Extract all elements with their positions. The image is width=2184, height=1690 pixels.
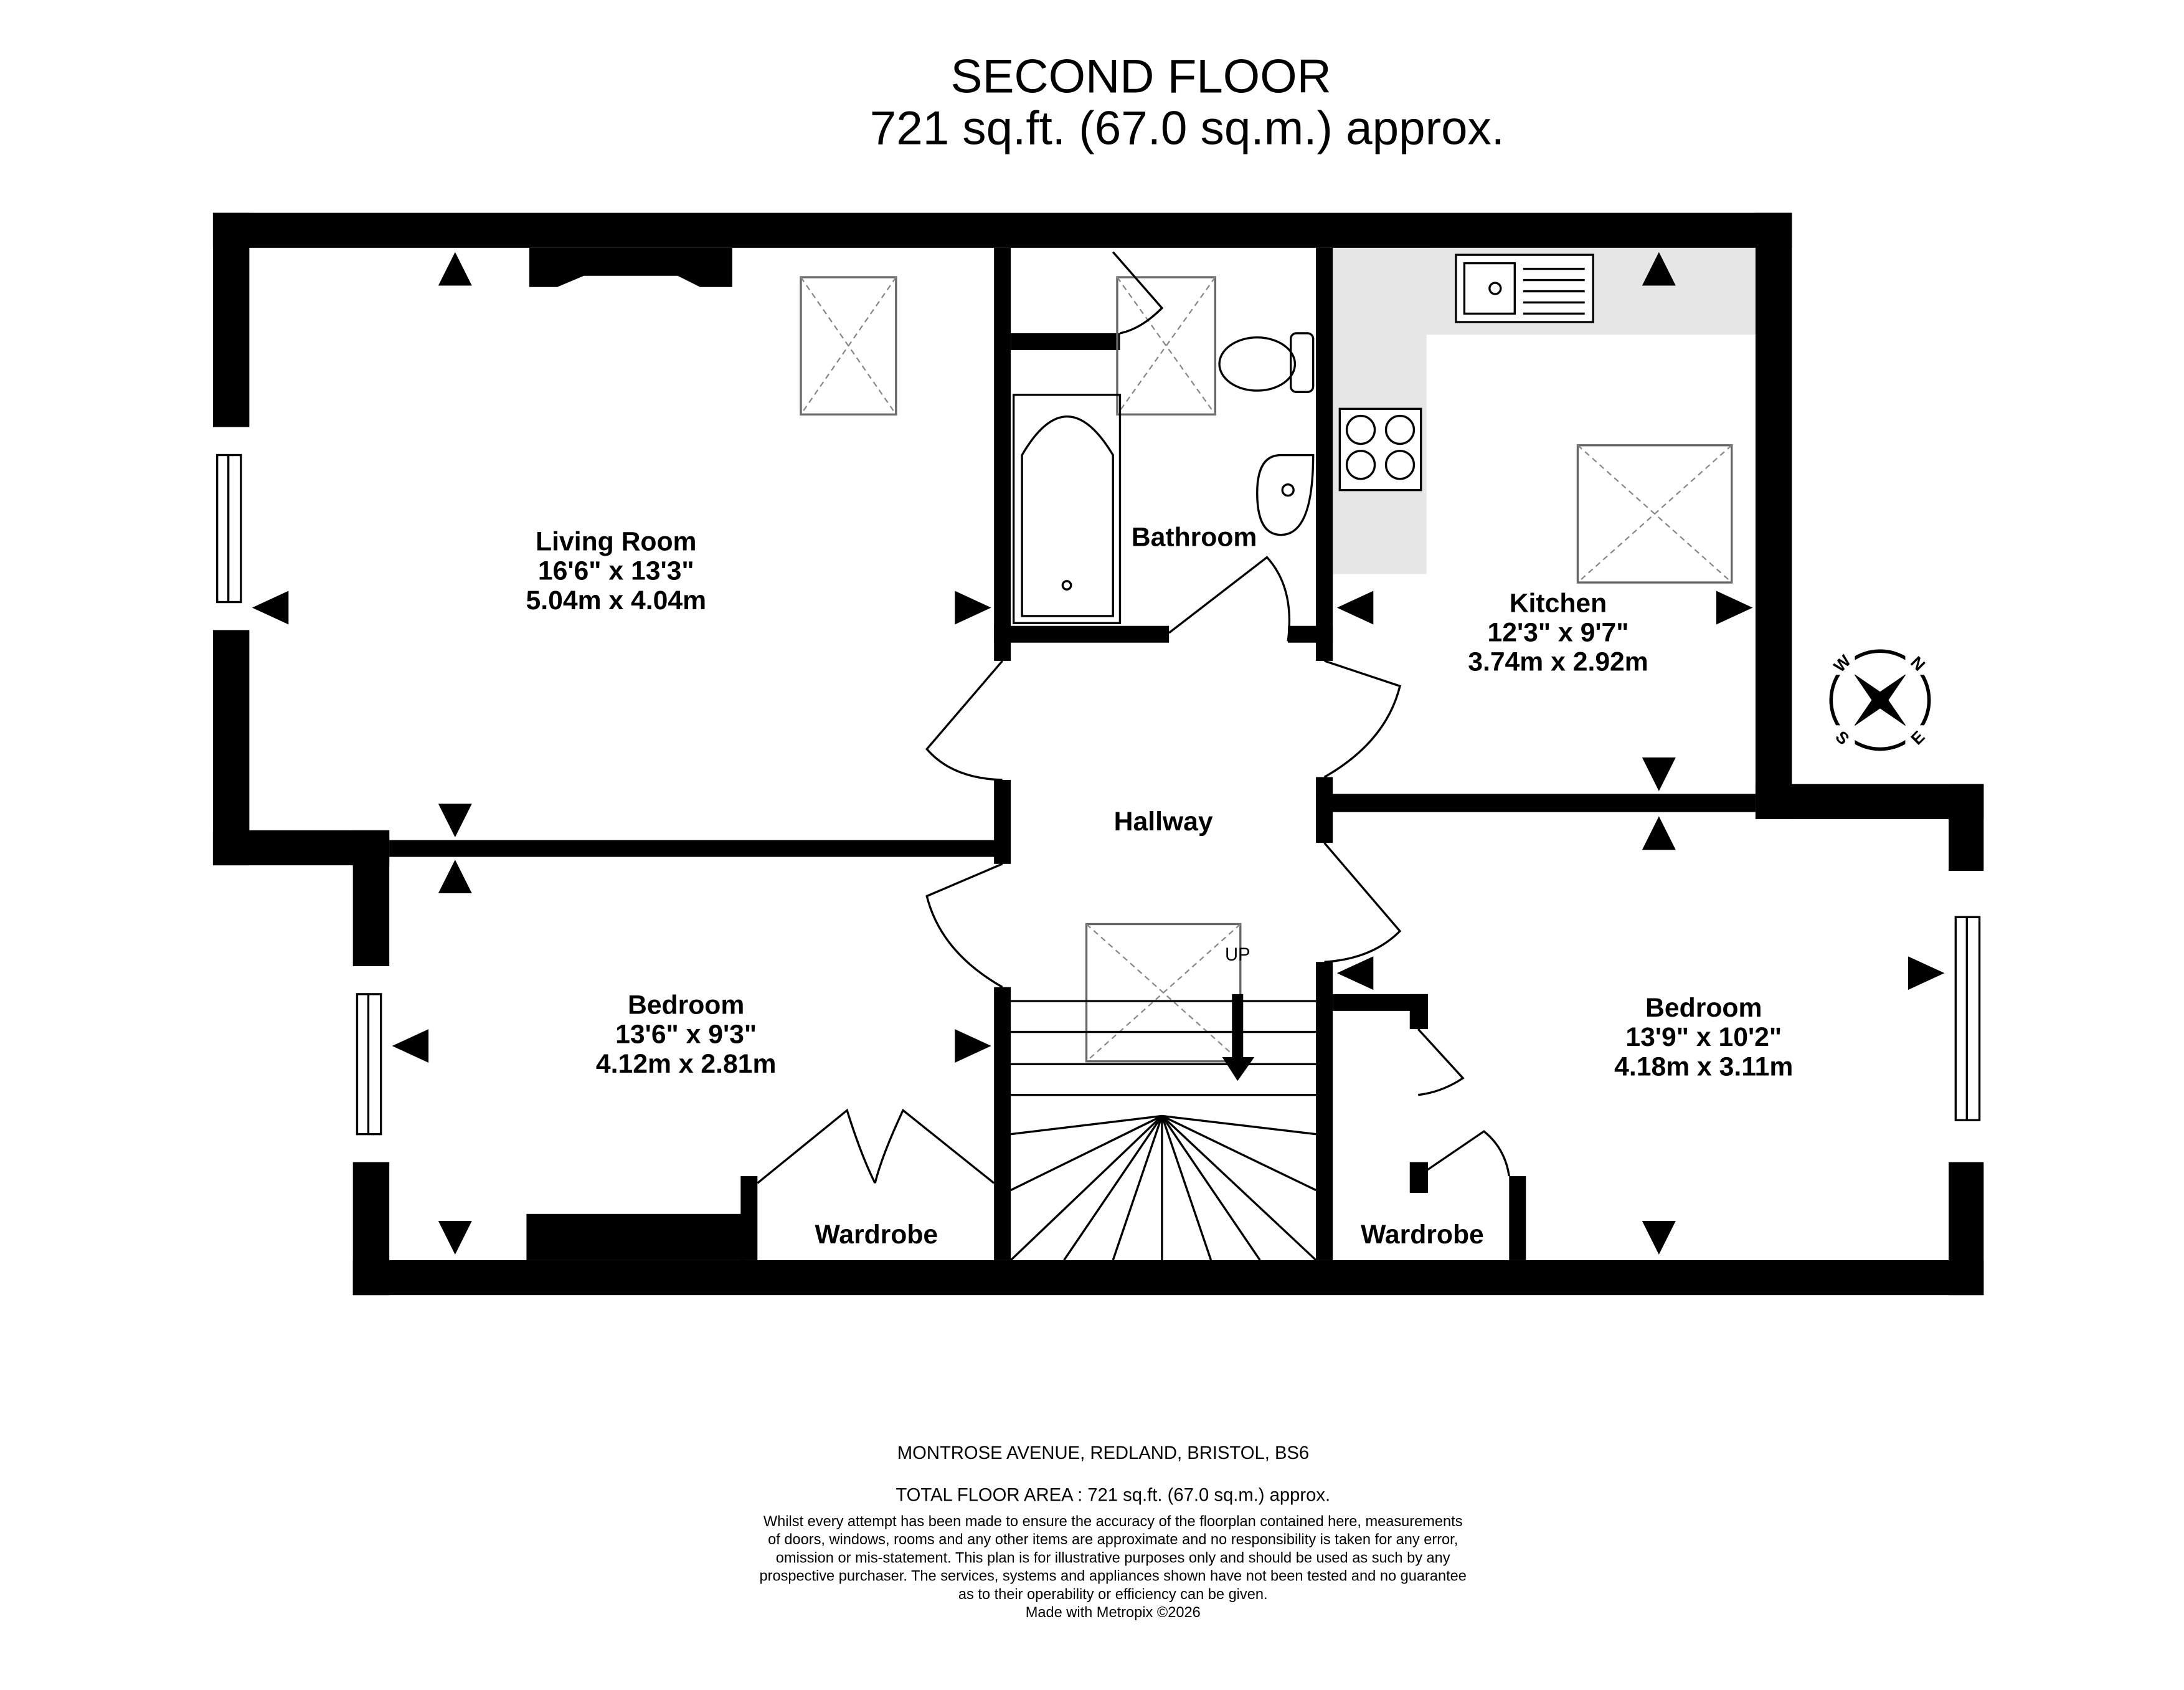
room-dimensions-imperial: 13'6" x 9'3"	[615, 1020, 757, 1050]
room-hallway: Hallway	[1114, 807, 1213, 837]
stairs-up-arrow-icon	[1222, 994, 1255, 1081]
room-bedroom-left: Bedroom 13'6" x 9'3" 4.12m x 2.81m	[596, 990, 777, 1078]
room-living-room: Living Room 16'6" x 13'3" 5.04m x 4.04m	[526, 526, 707, 615]
room-dimensions-metric: 3.74m x 2.92m	[1468, 647, 1648, 677]
room-dimensions-imperial: 13'9" x 10'2"	[1625, 1022, 1782, 1052]
room-bathroom: Bathroom	[1132, 523, 1257, 553]
bathroom-small-door	[1112, 251, 1164, 335]
room-bedroom-right: Bedroom 13'9" x 10'2" 4.18m x 3.11m	[1614, 993, 1793, 1081]
windows	[215, 453, 1981, 1136]
disclaimer-line: prospective purchaser. The services, sys…	[760, 1569, 1467, 1585]
walls	[212, 212, 1984, 1296]
room-dimensions-imperial: 12'3" x 9'7"	[1488, 617, 1629, 647]
floor-area: 721 sq.ft. (67.0 sq.m.) approx.	[870, 102, 1505, 155]
compass-icon: W N S E	[1829, 649, 1931, 751]
skylights	[800, 276, 1733, 1063]
staircase	[1009, 1000, 1317, 1261]
room-name: Living Room	[536, 526, 696, 556]
doors	[757, 660, 1510, 1184]
room-name: Bedroom	[1645, 993, 1762, 1023]
room-name: Kitchen	[1510, 588, 1607, 618]
room-name: Bedroom	[628, 990, 744, 1020]
room-dimensions-metric: 4.12m x 2.81m	[596, 1049, 777, 1079]
total-floor-area: TOTAL FLOOR AREA : 721 sq.ft. (67.0 sq.m…	[896, 1486, 1330, 1506]
credit: Made with Metropix ©2026	[1026, 1605, 1201, 1621]
room-wardrobe-left: Wardrobe	[815, 1220, 938, 1250]
floor-title: SECOND FLOOR	[951, 50, 1331, 103]
stairs-up-label: UP	[1225, 945, 1250, 965]
room-dimensions-metric: 5.04m x 4.04m	[526, 586, 707, 615]
room-dimensions-imperial: 16'6" x 13'3"	[538, 556, 694, 586]
room-wardrobe-right: Wardrobe	[1361, 1220, 1484, 1250]
bathtub-icon	[1012, 394, 1122, 624]
room-kitchen: Kitchen 12'3" x 9'7" 3.74m x 2.92m	[1468, 588, 1648, 676]
dimension-arrows	[252, 252, 1945, 1255]
kitchen-sink-icon	[1455, 254, 1594, 323]
room-dimensions-metric: 4.18m x 3.11m	[1614, 1052, 1793, 1081]
address: MONTROSE AVENUE, REDLAND, BRISTOL, BS6	[897, 1443, 1309, 1463]
disclaimer-line: Whilst every attempt has been made to en…	[763, 1514, 1463, 1530]
disclaimer-line: as to their operability or efficiency ca…	[958, 1587, 1268, 1603]
disclaimer-line: omission or mis-statement. This plan is …	[776, 1550, 1450, 1566]
toilet-icon	[1218, 332, 1315, 394]
disclaimer-line: of doors, windows, rooms and any other i…	[768, 1532, 1458, 1548]
bathroom-door	[1168, 556, 1291, 642]
hob-icon	[1338, 407, 1422, 491]
sink-icon	[1256, 453, 1315, 536]
fireplace	[529, 247, 732, 287]
